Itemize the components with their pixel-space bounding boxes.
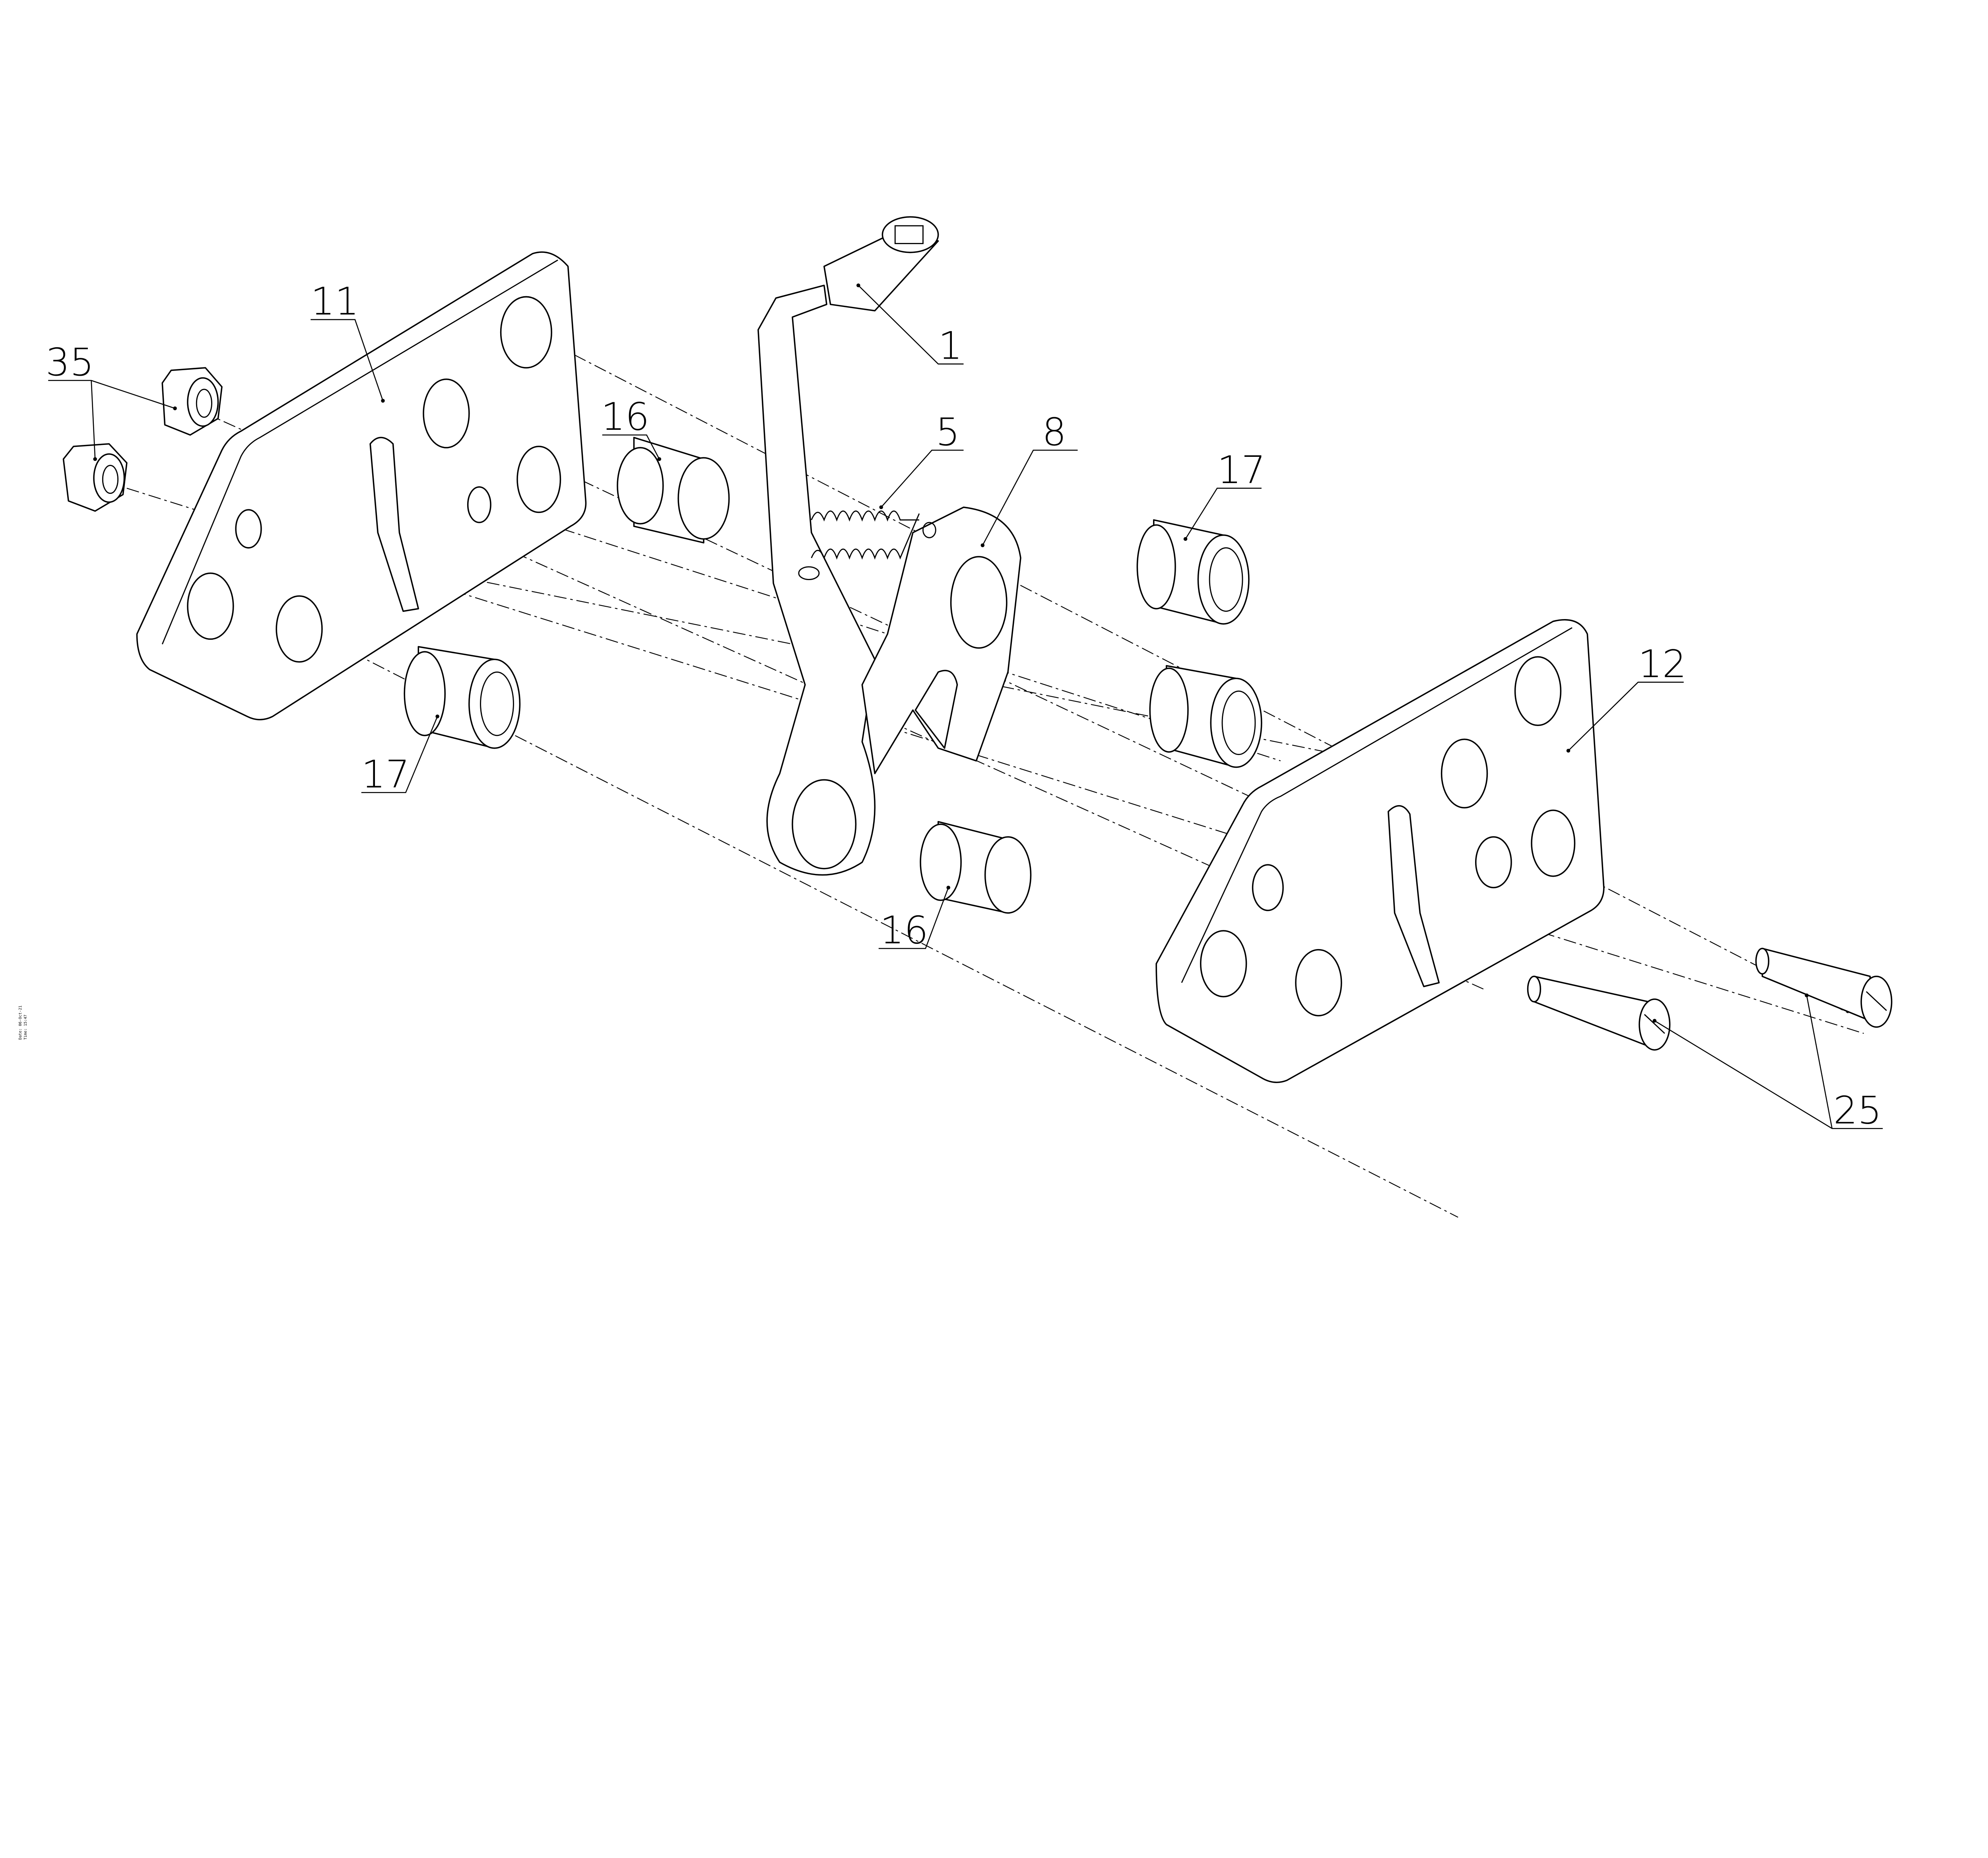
callout-8: 8	[980, 410, 1078, 547]
lever-1	[757, 216, 939, 876]
bushing-16-top	[617, 437, 730, 544]
callout-11: 11	[311, 279, 385, 403]
bushing-16-bottom	[920, 821, 1032, 914]
callout-5: 5	[879, 410, 964, 509]
callout-17-left: 17	[361, 714, 439, 796]
callout-25: 25	[1652, 993, 1883, 1133]
callout-label: 35	[46, 340, 94, 384]
callout-label: 16	[880, 908, 928, 953]
callout-label: 17	[361, 752, 410, 796]
exploded-assembly-drawing: 35 11 16 1 5 8 17 17 12	[18, 216, 1893, 1218]
callout-label: 17	[1217, 448, 1266, 492]
plot-stamp: Date: 06-Oct-21 Time: 15:47	[18, 1006, 28, 1040]
callout-16-top: 16	[601, 394, 661, 461]
stamp-date: Date: 06-Oct-21	[18, 1006, 23, 1040]
callout-1: 1	[856, 283, 964, 368]
callout-35: 35	[46, 340, 177, 461]
callout-16-bottom: 16	[878, 885, 950, 953]
callout-label: 12	[1638, 642, 1687, 686]
callout-label: 1	[938, 324, 963, 368]
stamp-time: Time: 15:47	[23, 1015, 28, 1040]
screws-25	[1527, 947, 1893, 1051]
callout-label: 8	[1042, 410, 1066, 454]
plate-12	[1155, 619, 1605, 1083]
callout-12: 12	[1566, 642, 1687, 753]
plate-11	[136, 251, 587, 720]
bushing-17-right	[1136, 519, 1250, 625]
callout-label: 25	[1833, 1088, 1882, 1133]
bushing-17-left	[404, 646, 521, 749]
hex-nuts-35	[62, 367, 223, 512]
callout-label: 16	[601, 394, 649, 439]
spring-5	[798, 511, 920, 580]
bushing-17-middle	[1149, 665, 1262, 768]
callout-label: 11	[311, 279, 359, 324]
callout-17-right: 17	[1183, 448, 1266, 541]
callout-label: 5	[936, 410, 960, 454]
latch-8	[861, 507, 1021, 775]
